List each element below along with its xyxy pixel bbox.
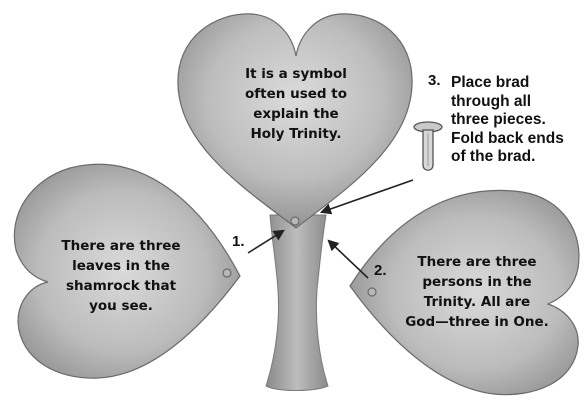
right-leaf-text: There are three persons in the Trinity. … — [405, 254, 549, 330]
top-leaf — [177, 13, 413, 229]
arrow-step-2 — [327, 239, 369, 279]
step-3-instructions: Place brad through all three pieces. Fol… — [451, 74, 564, 165]
left-leaf — [13, 163, 241, 379]
brad-fastener-icon — [413, 121, 443, 171]
hole-top-leaf — [290, 216, 300, 226]
top-leaf-text: It is a symbol often used to explain the… — [245, 66, 347, 142]
hole-left-leaf — [222, 268, 232, 278]
step-2-number: 2. — [374, 262, 387, 279]
shamrock-stem — [265, 214, 329, 391]
left-leaf-text: There are three leaves in the shamrock t… — [61, 238, 181, 314]
hole-right-leaf — [367, 287, 377, 297]
arrow-step-1 — [247, 229, 285, 254]
arrow-step-3 — [319, 179, 414, 215]
step-3-number: 3. — [428, 72, 441, 89]
right-leaf — [349, 189, 580, 396]
step-1-number: 1. — [232, 233, 245, 250]
